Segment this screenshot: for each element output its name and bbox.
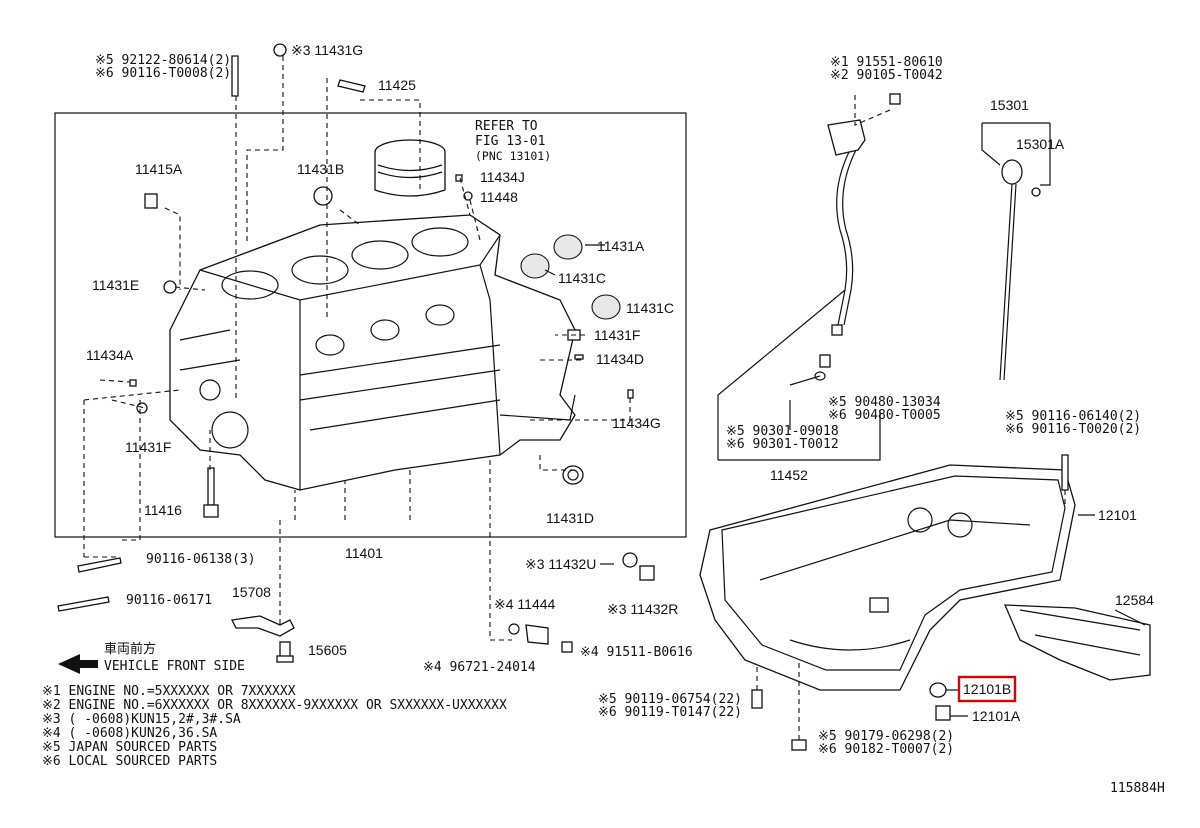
callout-11434a: 11434A [86, 347, 134, 363]
callout-90116-06140: ※5 90116-06140(2) [1005, 409, 1141, 424]
callout-12584: 12584 [1115, 592, 1154, 608]
callout-91511: ※4 91511-B0616 [580, 645, 693, 660]
note-5: ※5 JAPAN SOURCED PARTS [42, 740, 217, 755]
callout-11425: 11425 [378, 77, 416, 93]
engine-block-frame [54, 112, 687, 538]
note-6: ※6 LOCAL SOURCED PARTS [42, 754, 217, 769]
callout-90301-t0012: ※6 90301-T0012 [726, 437, 839, 452]
callout-12101a: 12101A [972, 708, 1021, 724]
figure-id: 115884H [1110, 781, 1165, 796]
oil-gauge-guide-drawing [814, 93, 901, 381]
callout-90182: ※6 90182-T0007(2) [818, 742, 954, 757]
highlight-box-12101b [957, 675, 1017, 703]
callout-11431a: 11431A [597, 238, 645, 254]
callout-90480-t0005: ※6 90480-T0005 [828, 408, 941, 423]
vehicle-front-label-jp: 車両前方 [104, 641, 156, 657]
callout-11434d: 11434D [596, 351, 644, 367]
callout-11431c-2: 11431C [626, 300, 674, 316]
callout-11415a: 11415A [135, 161, 183, 177]
callout-90105: ※2 90105-T0042 [830, 68, 943, 83]
callout-15301a: 15301A [1016, 136, 1065, 152]
callout-90179: ※5 90179-06298(2) [818, 729, 954, 744]
callout-90116-t0020: ※6 90116-T0020(2) [1005, 422, 1141, 437]
callout-12101: 12101 [1098, 507, 1137, 523]
oil-pan-drawing [699, 464, 1076, 691]
callout-11431b: 11431B [297, 161, 344, 177]
callout-92122: ※5 92122-80614(2) [95, 53, 231, 68]
note-2: ※2 ENGINE NO.=6XXXXXX OR 8XXXXXX-9XXXXXX… [42, 698, 507, 713]
refer-note-line1: REFER TO [475, 119, 538, 134]
callout-11432r: ※3 11432R [607, 601, 678, 617]
callout-11444: ※4 11444 [494, 596, 556, 612]
callout-90301-09018: ※5 90301-09018 [726, 424, 839, 439]
callout-11431d: 11431D [546, 510, 594, 526]
callout-15301: 15301 [990, 97, 1029, 113]
callout-11431e: 11431E [92, 277, 139, 293]
dipstick-drawing [981, 122, 1051, 381]
callout-15605: 15605 [308, 642, 347, 658]
refer-note-line3: (PNC 13101) [475, 149, 551, 163]
callout-90119-t0147: ※6 90119-T0147(22) [598, 705, 742, 720]
refer-note-line2: FIG 13-01 [475, 134, 545, 149]
callout-90116-t0008: ※6 90116-T0008(2) [95, 66, 231, 81]
callout-90480-13034: ※5 90480-13034 [828, 395, 941, 410]
callout-11431c-1: 11431C [558, 270, 606, 286]
callout-11416: 11416 [144, 502, 182, 518]
vehicle-front-label-en: VEHICLE FRONT SIDE [104, 659, 245, 674]
note-1: ※1 ENGINE NO.=5XXXXXX OR 7XXXXXX [42, 684, 296, 699]
callout-15708: 15708 [232, 584, 271, 600]
callout-11431g: ※3 11431G [291, 42, 363, 58]
callout-11448: 11448 [480, 189, 518, 205]
vehicle-front-arrow-icon [58, 654, 98, 674]
note-4: ※4 ( -0608)KUN26,36.SA [42, 726, 217, 741]
callout-90116-06171: 90116-06171 [126, 593, 212, 608]
note-3: ※3 ( -0608)KUN15,2#,3#.SA [42, 712, 241, 727]
callout-11432u: ※3 11432U [525, 556, 596, 572]
callout-11401: 11401 [345, 545, 383, 561]
callout-91551: ※1 91551-80610 [830, 55, 943, 70]
cylinder-block-drawing [169, 214, 576, 491]
callout-12101b[interactable]: 12101B [963, 681, 1011, 697]
callout-96721: ※4 96721-24014 [423, 660, 536, 675]
plug-11431g [273, 43, 287, 57]
callout-11431f-right: 11431F [594, 327, 640, 343]
callout-11452: 11452 [770, 467, 808, 483]
piston-drawing [374, 139, 446, 197]
callout-90116-06138: 90116-06138(3) [146, 552, 256, 567]
callout-11434g: 11434G [612, 415, 661, 431]
callout-11431f-left: 11431F [125, 439, 171, 455]
callout-90119-06754: ※5 90119-06754(22) [598, 692, 742, 707]
callout-11434j: 11434J [480, 169, 525, 185]
